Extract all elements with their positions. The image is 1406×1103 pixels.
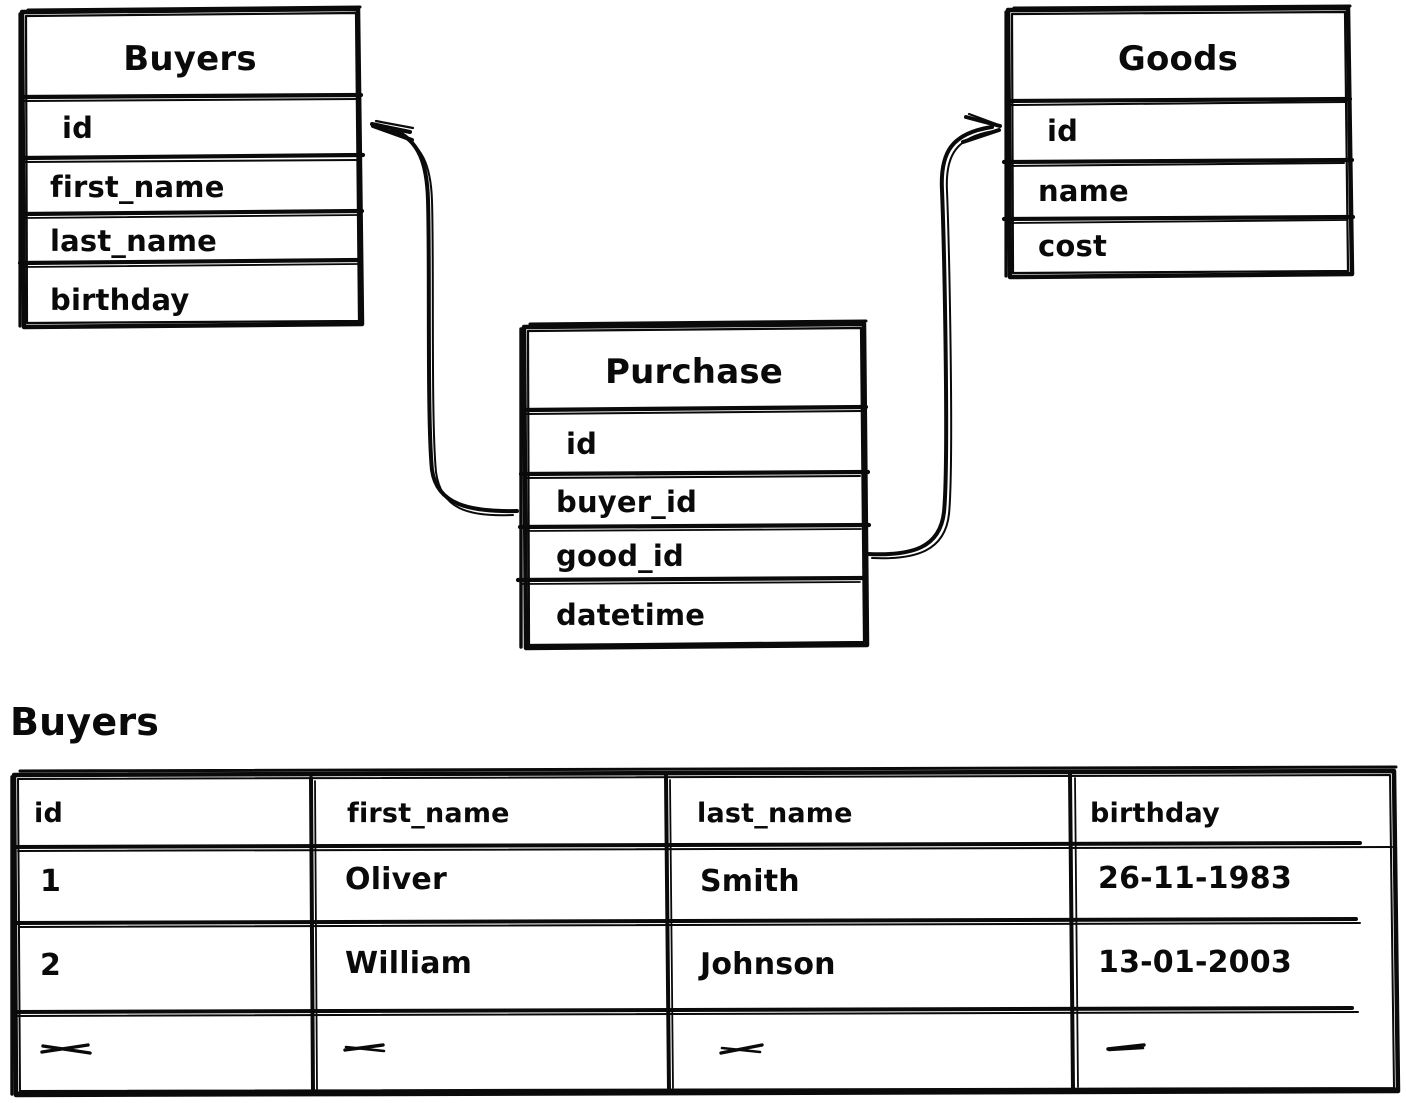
- entity-goods-field-cost: cost: [1038, 229, 1108, 263]
- table-cell-first-name: Oliver: [345, 862, 447, 897]
- table-header-last-name: last_name: [697, 798, 853, 829]
- entity-goods-title: Goods: [1117, 39, 1239, 79]
- entity-buyers-field-birthday: birthday: [50, 283, 190, 317]
- table-cell-last-name: Johnson: [700, 947, 836, 982]
- entity-goods-field-id: id: [1047, 114, 1079, 148]
- entity-purchase-field-buyer-id: buyer_id: [556, 485, 698, 519]
- table-cell-first-name: William: [345, 946, 473, 981]
- table-cell-id: 1: [40, 864, 62, 899]
- entity-goods-field-name: name: [1038, 174, 1129, 208]
- table-cell-last-name: Smith: [700, 864, 800, 899]
- entity-buyers-field-first-name: first_name: [50, 170, 225, 204]
- entity-buyers-title: Buyers: [123, 39, 257, 79]
- table-cell-id: 2: [40, 948, 62, 983]
- table-cell-birthday: 13-01-2003: [1098, 945, 1292, 980]
- entity-purchase-title: Purchase: [604, 352, 784, 392]
- table-header-first-name: first_name: [347, 798, 510, 829]
- data-table-caption: Buyers: [10, 700, 160, 744]
- table-header-id: id: [34, 798, 63, 829]
- entity-buyers-field-last-name: last_name: [50, 224, 218, 258]
- table-cell-birthday: 26-11-1983: [1098, 861, 1292, 896]
- entity-purchase-field-id: id: [566, 427, 598, 461]
- entity-purchase-field-good-id: good_id: [556, 539, 684, 573]
- entity-buyers-field-id: id: [62, 111, 94, 145]
- entity-purchase-field-datetime: datetime: [556, 598, 706, 632]
- table-header-birthday: birthday: [1090, 798, 1220, 829]
- table-row-continuation[interactable]: [14, 1012, 1394, 1091]
